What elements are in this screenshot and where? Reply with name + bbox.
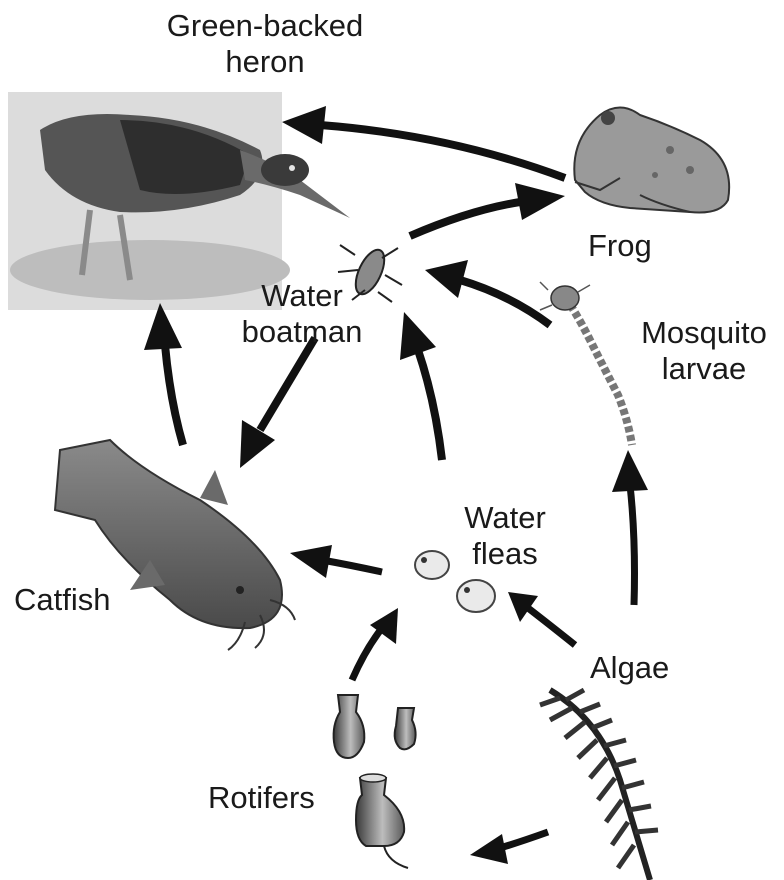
arrow-algae-to-larvae	[612, 450, 648, 605]
arrow-larvae-to-boatman	[425, 260, 550, 325]
catfish-picture	[55, 440, 295, 650]
mosquito-larvae-label: Mosquito larvae	[634, 315, 774, 387]
mosquito-larvae-picture	[540, 282, 632, 445]
algae-picture	[540, 690, 658, 880]
mosquito-larvae-label-line2: larvae	[634, 351, 774, 387]
heron-label-line1: Green-backed	[140, 8, 390, 44]
water-fleas-label: Water fleas	[440, 500, 570, 572]
arrow-fleas-to-catfish	[290, 545, 382, 578]
arrow-catfish-to-heron	[144, 303, 183, 445]
water-boatman-label-line2: boatman	[232, 314, 372, 350]
heron-label: Green-backed heron	[140, 8, 390, 80]
arrow-boatman-to-frog	[410, 183, 565, 236]
rotifers-label: Rotifers	[208, 780, 315, 816]
arrow-algae-to-fleas	[508, 592, 575, 645]
water-boatman-label: Water boatman	[232, 278, 372, 350]
heron-label-line2: heron	[140, 44, 390, 80]
catfish-label: Catfish	[14, 582, 110, 618]
arrow-rotifers-to-fleas	[352, 608, 398, 680]
algae-label: Algae	[590, 650, 669, 686]
arrow-boatman-to-catfish	[240, 338, 315, 468]
mosquito-larvae-label-line1: Mosquito	[634, 315, 774, 351]
rotifers-picture	[334, 695, 416, 868]
water-boatman-label-line1: Water	[232, 278, 372, 314]
arrow-frog-to-heron	[282, 106, 565, 178]
water-fleas-label-line2: fleas	[440, 536, 570, 572]
frog-picture	[574, 108, 729, 213]
frog-label: Frog	[588, 228, 652, 264]
arrow-fleas-to-boatman	[400, 312, 442, 460]
arrow-algae-to-rotifers	[470, 832, 548, 864]
water-fleas-label-line1: Water	[440, 500, 570, 536]
